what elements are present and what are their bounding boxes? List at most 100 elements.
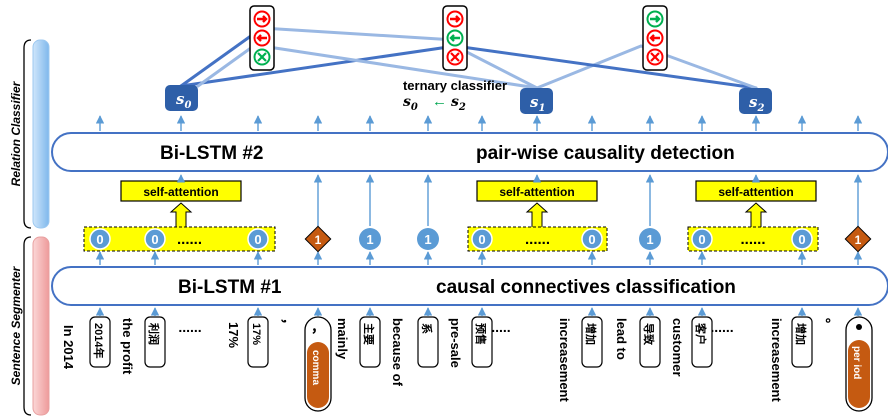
ternary-classifier: ternary classifier s0 ← s2 — [403, 78, 507, 113]
attention-up-arrow — [525, 202, 549, 229]
english-word: the profit — [120, 318, 135, 375]
arrow-left-icon — [646, 29, 664, 47]
tag-zero: 0 — [581, 228, 603, 250]
self-attention-label: self-attention — [499, 185, 574, 199]
ellipsis: ...... — [740, 231, 765, 248]
segment-s0: s0 — [165, 85, 198, 111]
self-attention-box: self-attention — [476, 180, 598, 202]
chinese-token-text: 17% — [250, 323, 262, 345]
chinese-token-text: 系 — [420, 323, 434, 334]
svg-text:0: 0 — [254, 232, 261, 247]
tag-one: 1 — [639, 228, 661, 250]
chinese-token: 主要 — [359, 316, 381, 368]
tag-zero: 0 — [471, 228, 493, 250]
tag-zero: 0 — [247, 228, 269, 250]
ternary-right: s2 — [451, 94, 466, 113]
chinese-token-text: 2014年 — [92, 323, 106, 358]
tag-one-diamond: 1 — [304, 225, 332, 253]
traffic-lights — [249, 5, 668, 71]
classifier-link — [535, 44, 643, 90]
chinese-token-text: 增加 — [584, 323, 598, 345]
english-word: customer — [670, 318, 685, 377]
ellipsis: ...... — [178, 319, 201, 335]
sentence-segmenter-label: Sentence Segmenter — [9, 265, 23, 385]
chinese-token: 客户 — [691, 316, 713, 368]
ellipsis: ...... — [710, 319, 733, 335]
ternary-arrow: ← — [432, 93, 447, 110]
relation-classifier-bar: Relation Classifier — [9, 39, 50, 229]
attention-up-arrow — [744, 202, 768, 229]
arrow-left-icon — [253, 29, 271, 47]
tag-one-diamond: 1 — [844, 225, 872, 253]
svg-text:0: 0 — [588, 232, 595, 247]
tag-one: 1 — [417, 228, 439, 250]
svg-text:0: 0 — [798, 232, 805, 247]
svg-text:s2: s2 — [749, 93, 764, 114]
self-attention-box: self-attention — [695, 180, 817, 202]
english-word: pre-sale — [448, 318, 463, 368]
chinese-token-text: 客户 — [694, 322, 708, 345]
classifier-link — [260, 44, 539, 90]
comma-mark: ， — [280, 318, 295, 331]
traffic-light-icon — [642, 5, 668, 71]
ellipsis: ...... — [487, 319, 510, 335]
tag-zero: 0 — [89, 228, 111, 250]
english-word: because of — [390, 318, 405, 387]
attention-band — [83, 226, 276, 252]
traffic-light-icon — [442, 5, 468, 71]
comma-token: ， comma — [304, 316, 332, 412]
chinese-token: 增加 — [791, 316, 813, 368]
chinese-token-text: 预售 — [474, 323, 488, 345]
classifier-link — [179, 44, 457, 88]
ternary-left: s0 — [403, 94, 418, 113]
chinese-token: 预售 — [471, 316, 493, 368]
svg-text:，: ， — [311, 319, 325, 335]
svg-text:1: 1 — [855, 233, 862, 247]
chinese-token: 2014年 — [89, 316, 111, 368]
svg-text:1: 1 — [646, 232, 653, 247]
english-word: mainly — [335, 318, 350, 360]
attention-up-arrow — [169, 202, 193, 229]
self-attention-group: self-attention...... — [83, 174, 276, 252]
tag-zero: 0 — [144, 228, 166, 250]
english-word: increasement — [557, 318, 572, 402]
classifier-link — [453, 44, 758, 90]
chinese-token: 增加 — [581, 316, 603, 368]
arrow-right-icon — [446, 10, 464, 28]
relation-classifier-label: Relation Classifier — [9, 80, 23, 186]
period-mark: 。 — [824, 318, 839, 331]
svg-text:1: 1 — [315, 233, 322, 247]
bilstm1-task: causal connectives classification — [436, 277, 736, 298]
cross-icon — [646, 48, 664, 66]
svg-text:1: 1 — [366, 232, 373, 247]
period-label: per iod — [851, 346, 862, 379]
bilstm1-box: Bi-LSTM #1 causal connectives classifica… — [51, 266, 888, 306]
bilstm2-task: pair-wise causality detection — [476, 143, 735, 164]
svg-text:s0: s0 — [176, 90, 191, 111]
chinese-token: 导致 — [639, 316, 661, 368]
traffic-light-icon — [249, 5, 275, 71]
self-attention-label: self-attention — [143, 185, 218, 199]
arrow-right-icon — [253, 10, 271, 28]
ellipsis: ...... — [177, 231, 202, 248]
svg-text:1: 1 — [424, 232, 431, 247]
self-attention-label: self-attention — [718, 185, 793, 199]
comma-label: comma — [310, 350, 321, 385]
svg-text:0: 0 — [478, 232, 485, 247]
connection-arrows — [95, 26, 863, 316]
self-attention-box: self-attention — [120, 180, 242, 202]
classifier-link — [260, 26, 457, 42]
chinese-token-text: 利润 — [147, 323, 161, 345]
bilstm1-name: Bi-LSTM #1 — [178, 277, 282, 298]
chinese-token: 系 — [417, 316, 439, 368]
bilstm2-box: Bi-LSTM #2 pair-wise causality detection — [51, 132, 888, 172]
chinese-token-text: 导致 — [642, 323, 656, 346]
arrow-left-icon — [446, 29, 464, 47]
tag-zero: 0 — [791, 228, 813, 250]
tag-one: 1 — [359, 228, 381, 250]
arrow-right-icon — [646, 10, 664, 28]
english-word: 17% — [226, 322, 241, 348]
